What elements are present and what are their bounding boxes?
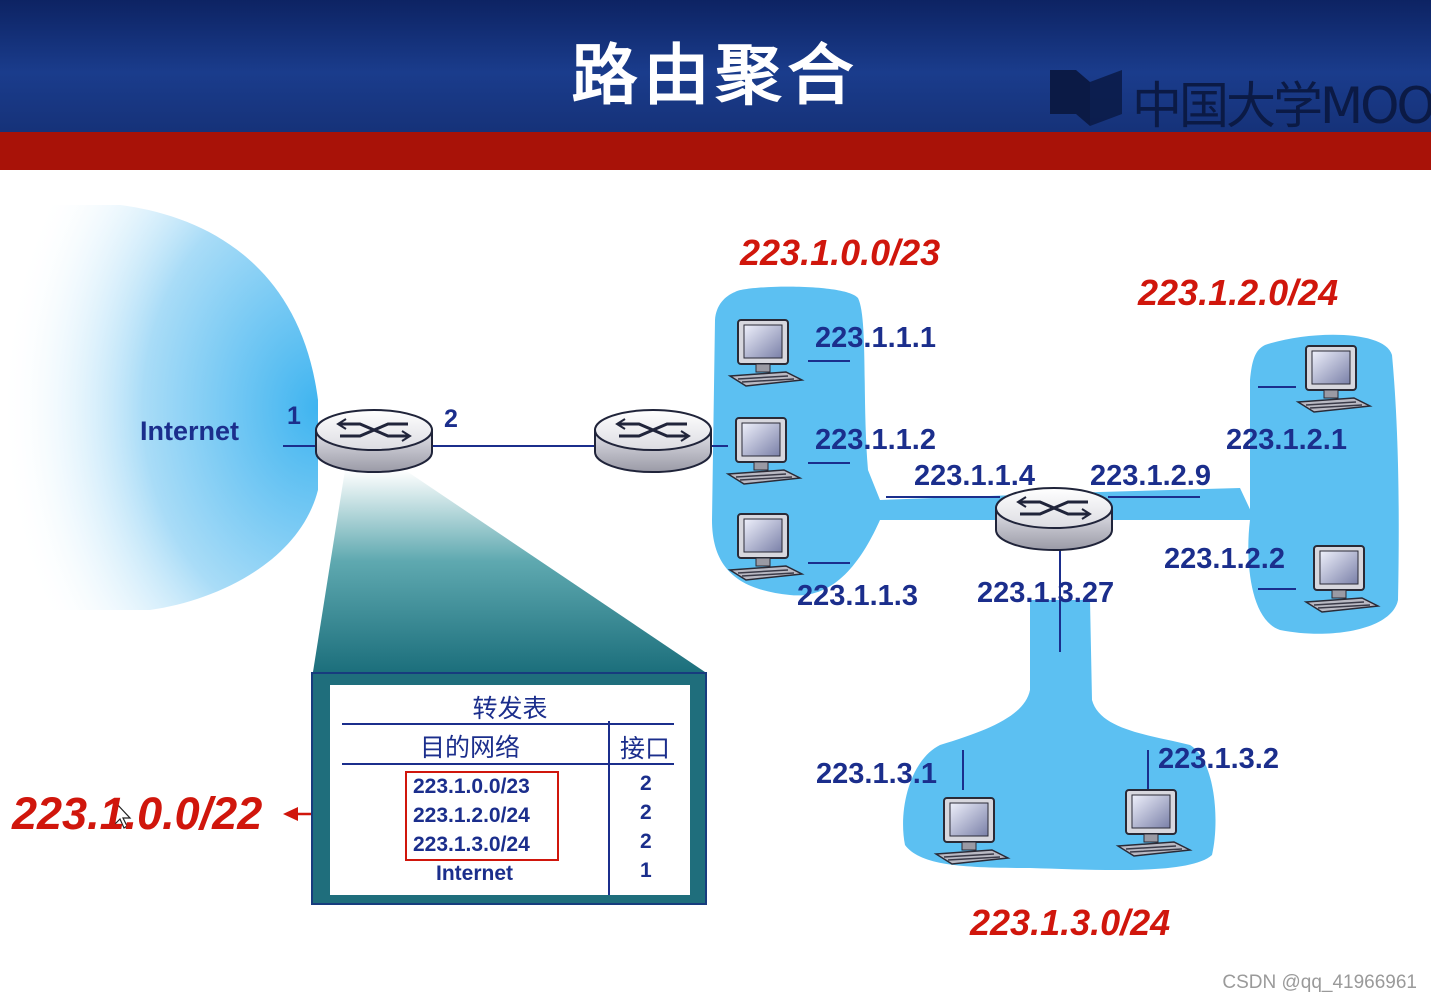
forwarding-table-title: 转发表 (472, 694, 548, 723)
host-label-223-1-3-1: 223.1.3.1 (816, 758, 937, 790)
host-label-223-1-1-1: 223.1.1.1 (815, 322, 936, 354)
host-label-223-1-3-2: 223.1.3.2 (1158, 743, 1279, 775)
internet-cloud (0, 205, 318, 610)
interface-label-223-1-3-27: 223.1.3.27 (977, 577, 1115, 609)
port-2-label: 2 (444, 405, 458, 433)
mooc-logo-text: 中国大学MOOC (1132, 77, 1431, 135)
router-mid-icon (593, 408, 713, 474)
port-1-label: 1 (287, 402, 301, 430)
slide-title: 路由聚合 (571, 36, 860, 114)
table-row-iface-1: 2 (640, 772, 652, 795)
mooc-logo-icon (1050, 70, 1122, 126)
subnet-a-region (712, 286, 1255, 596)
network-label-a: 223.1.0.0/23 (740, 232, 941, 273)
table-column-divider (608, 721, 610, 895)
zoom-beam (313, 470, 705, 672)
table-row-dest-4: Internet (436, 862, 514, 885)
table-row-iface-4: 1 (640, 859, 652, 882)
host-label-223-1-2-1: 223.1.2.1 (1226, 424, 1347, 456)
host-label-223-1-2-2: 223.1.2.2 (1164, 543, 1285, 575)
forwarding-table-body: 转发表 目的网络 接口 223.1.0.0/23 223.1.2.0/24 22… (329, 684, 691, 896)
aggregate-route-label: 223.1.0.0/22 (12, 788, 263, 839)
header-red-bar (0, 132, 1431, 170)
table-divider-top (342, 723, 674, 725)
watermark-text: CSDN @qq_41966961 (1222, 972, 1417, 993)
internet-label: Internet (140, 416, 240, 446)
interface-label-223-1-1-4: 223.1.1.4 (914, 460, 1035, 492)
table-row-dest-2: 223.1.2.0/24 (413, 804, 530, 827)
forwarding-table: 转发表 目的网络 接口 223.1.0.0/23 223.1.2.0/24 22… (311, 672, 707, 905)
column-header-destination: 目的网络 (420, 733, 521, 762)
arrow-head-icon (283, 807, 298, 821)
table-divider-header (342, 763, 674, 765)
table-row-dest-1: 223.1.0.0/23 (413, 775, 530, 798)
mouse-cursor-icon (114, 800, 132, 829)
network-label-c: 223.1.3.0/24 (970, 902, 1171, 943)
host-label-223-1-1-2: 223.1.1.2 (815, 424, 936, 456)
slide-header (0, 0, 1431, 132)
table-row-dest-3: 223.1.3.0/24 (413, 833, 530, 856)
network-label-b: 223.1.2.0/24 (1138, 272, 1339, 313)
host-label-223-1-1-3: 223.1.1.3 (797, 580, 918, 612)
router-core-icon (994, 486, 1114, 552)
interface-label-223-1-2-9: 223.1.2.9 (1090, 460, 1211, 492)
table-row-iface-2: 2 (640, 801, 652, 824)
table-row-iface-3: 2 (640, 830, 652, 853)
column-header-interface: 接口 (620, 734, 671, 763)
aggregated-routes-highlight (405, 771, 559, 861)
router-edge-icon (314, 408, 434, 474)
